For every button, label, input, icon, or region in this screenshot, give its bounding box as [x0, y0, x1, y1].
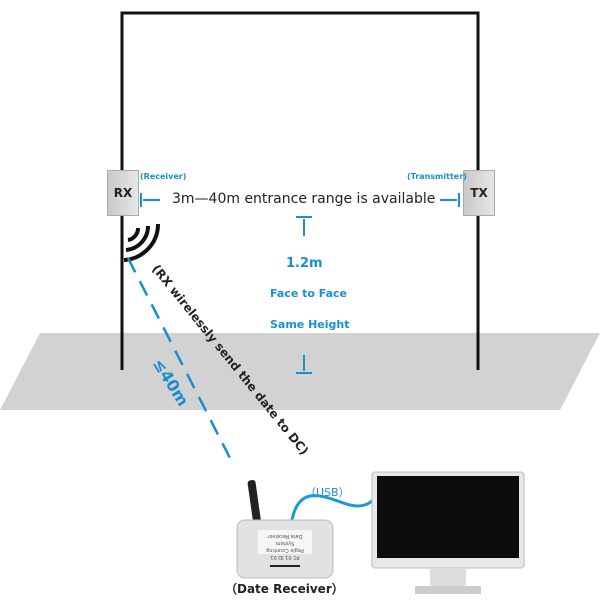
- floor: [0, 333, 600, 410]
- date-receiver-label: （Date Receiver）: [225, 582, 344, 596]
- device-text-line: PC 01 ID 01: [270, 554, 300, 560]
- device-text: PC 01 ID 01 Pegle Counting System Data R…: [260, 532, 310, 560]
- height-arrows: [296, 216, 312, 374]
- rx-unit: RX: [107, 170, 139, 216]
- device-text-line: Pegle Counting System: [266, 540, 304, 553]
- wireless-path: [126, 257, 234, 463]
- face-to-face: Face to Face: [270, 287, 348, 300]
- transmitter-role: (Transmitter): [407, 172, 467, 181]
- date-receiver-device: [236, 480, 334, 579]
- range-arrows: [140, 193, 460, 207]
- height-value: 1.2m: [286, 256, 323, 271]
- tx-unit: TX: [463, 170, 495, 216]
- signal-waves-icon: [123, 223, 161, 262]
- receiver-role: (Receiver): [140, 172, 187, 181]
- range-text: 3m—40m entrance range is available: [172, 191, 436, 207]
- tx-label: TX: [470, 186, 488, 200]
- device-text-line: Data Receiver: [267, 533, 303, 539]
- rx-label: RX: [113, 186, 133, 200]
- usb-label: （USB）: [305, 486, 350, 499]
- monitor: [371, 471, 525, 594]
- same-height: Same Height: [270, 318, 350, 331]
